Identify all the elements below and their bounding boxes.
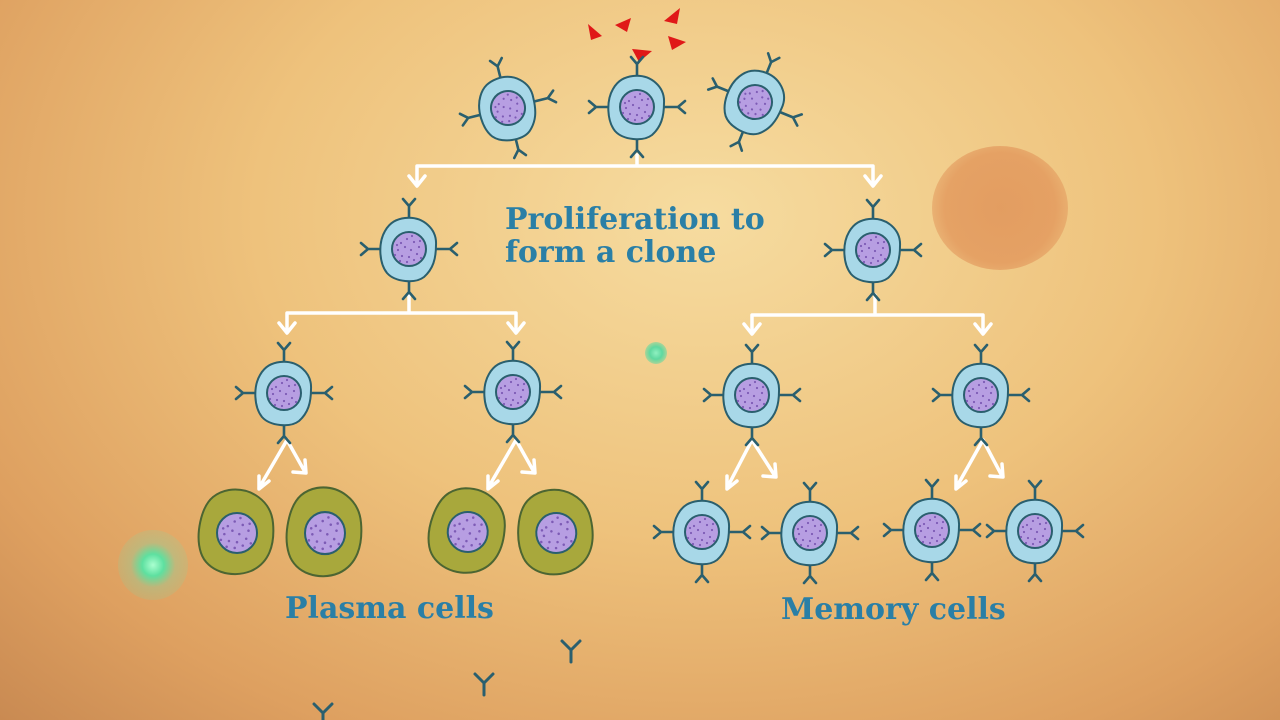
proliferation-label-line1: Proliferation to bbox=[505, 202, 765, 237]
b-cell-icon bbox=[692, 38, 818, 167]
plasma-cell-icon bbox=[512, 485, 598, 579]
b-cell-icon bbox=[361, 199, 457, 299]
b-cell-icon bbox=[704, 345, 800, 445]
green-flare-small bbox=[645, 342, 667, 364]
memory-cell-icon bbox=[762, 483, 858, 583]
orange-flare bbox=[932, 146, 1068, 270]
b-cell-icon bbox=[449, 48, 566, 168]
memory-cell-icon bbox=[654, 482, 750, 582]
b-cell-icon bbox=[465, 342, 561, 442]
arrow-icon bbox=[257, 153, 1005, 491]
plasma-cell-icon bbox=[424, 484, 510, 578]
antibody-icon bbox=[473, 672, 495, 697]
memory-cell-icon bbox=[987, 481, 1083, 581]
b-cell-icon bbox=[236, 343, 332, 443]
antibody-icon bbox=[560, 639, 582, 664]
green-flare bbox=[118, 530, 188, 600]
plasma-cell-icon bbox=[199, 490, 274, 575]
antibody-icon bbox=[312, 702, 334, 720]
memory-cells-label: Memory cells bbox=[781, 592, 1006, 627]
antigen-icon bbox=[588, 8, 686, 62]
b-cell-icon bbox=[589, 57, 685, 157]
memory-cell-icon bbox=[884, 480, 980, 580]
proliferation-label-line2: form a clone bbox=[505, 235, 717, 270]
plasma-cells-label: Plasma cells bbox=[285, 591, 494, 626]
b-cell-icon bbox=[933, 345, 1029, 445]
plasma-cell-icon bbox=[287, 488, 362, 577]
b-cell-icon bbox=[825, 200, 921, 300]
